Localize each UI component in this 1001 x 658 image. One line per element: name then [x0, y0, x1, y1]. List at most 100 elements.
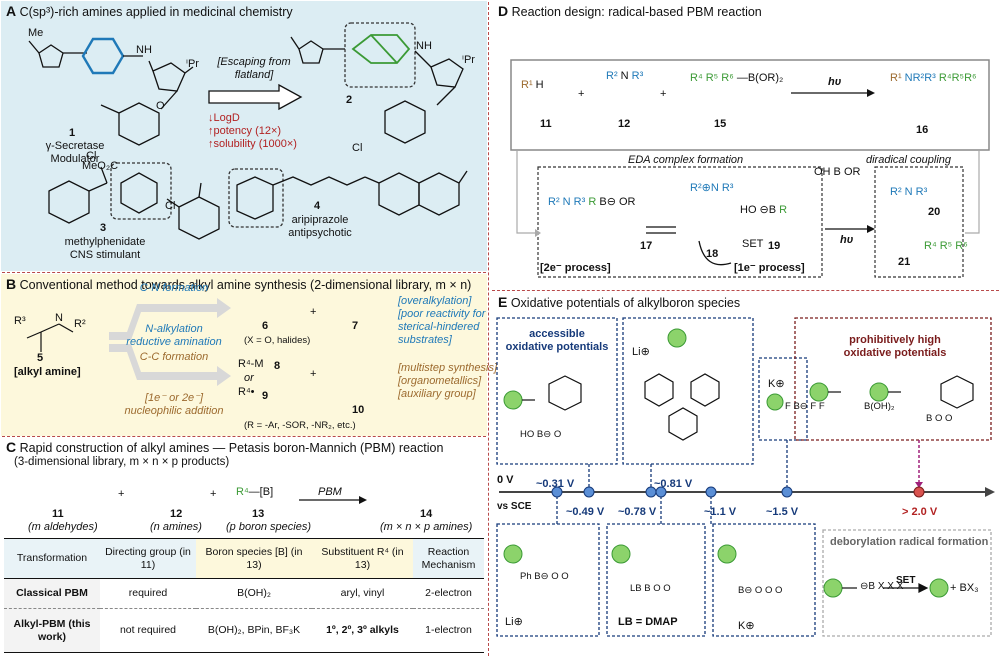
c2-number: 2 [346, 94, 353, 106]
c4-name: aripiprazole [291, 214, 349, 226]
table-cell: 2-electron [425, 587, 472, 599]
c-number-11: 11 [52, 508, 64, 520]
panel-c-title: C Rapid construction of alkyl amines — P… [6, 439, 444, 455]
c2-cl: Cl [352, 142, 363, 154]
arrow-text-1: [Escaping from [217, 56, 291, 68]
table-header-cell: Transformation [4, 538, 100, 579]
c2-nh: NH [416, 40, 432, 52]
d-complex-17: R² N R³ R B⊖ OR [548, 196, 636, 208]
e-deb-set: SET [896, 575, 916, 586]
e-prohibitive: prohibitively high [849, 334, 941, 346]
b-amine-r2: R² [74, 318, 86, 330]
panel-b-arrows [26, 298, 231, 386]
c-label-13: (p boron species) [226, 521, 311, 533]
c-plus-1: + [118, 488, 125, 500]
c1-number: 1 [69, 127, 76, 139]
e-accessible: accessible [529, 328, 585, 340]
e-bpin-ph: Ph B⊖ O O [520, 571, 569, 582]
panel-b [1, 274, 487, 436]
d-hv-bottom: hυ [840, 234, 854, 246]
d-number-21: 21 [898, 256, 911, 268]
d-plus-2: + [660, 88, 667, 100]
c-pbm-label: PBM [318, 486, 342, 498]
b-redam: reductive amination [126, 336, 222, 348]
effect-potency: ↑potency (12×) [208, 125, 282, 137]
c-r4b: R⁴—[B] [236, 486, 274, 498]
d-1e-process: [1e⁻ process] [734, 262, 805, 274]
c-number-13: 13 [252, 508, 265, 520]
e-axis-start: 0 V [497, 474, 514, 486]
table-cell: required [128, 587, 168, 599]
d-radical-20: R² N R³ [890, 186, 928, 198]
d-number-11: 11 [540, 118, 552, 130]
d-product: R¹ NR²R³ R⁴R⁵R⁶ [890, 72, 977, 84]
panel-d-title: D Reaction design: radical-based PBM rea… [498, 3, 762, 19]
c4-name2: antipsychotic [288, 227, 352, 239]
b-plus-1: + [310, 306, 317, 318]
b-x-note: (X = O, halides) [244, 335, 311, 346]
c-label-12: (n amines) [150, 521, 202, 533]
table-header-cell: Substituent R⁴ (in 13) [312, 538, 413, 579]
table-header-cell: Directing group (in 11) [100, 538, 196, 579]
pbm-comparison-table: Transformation Directing group (in 11) B… [4, 538, 484, 653]
table-header-cell: Reaction Mechanism [413, 538, 484, 579]
c1-name2: Modulator [50, 153, 100, 165]
c-number-12: 12 [170, 508, 183, 520]
b-addn: [1e⁻ or 2e⁻] [144, 392, 204, 404]
b-note-2b: [organometallics] [398, 375, 482, 387]
panel-d-scheme [510, 59, 990, 278]
e-li-top: Li⊕ [632, 346, 650, 358]
table-header-row: Transformation Directing group (in 11) B… [4, 538, 484, 579]
d-number-12: 12 [618, 118, 631, 130]
d-boronic-byproduct: OH B OR [814, 166, 861, 178]
e-lb-note: LB = DMAP [618, 616, 678, 628]
b-note-1c: sterical-hindered [398, 321, 480, 333]
table-cell: B(OH)₂, BPin, BF₃K [207, 624, 301, 636]
panel-e-figure [496, 317, 995, 637]
e-deb-title: deborylation radical formation [830, 536, 989, 548]
b-nuc: nucleophilic addition [124, 405, 224, 417]
d-number-17: 17 [640, 240, 653, 252]
e-deb-borate: ⊖B X X X [860, 581, 904, 592]
table-row: Alkyl-PBM (this work) not required B(OH)… [4, 608, 484, 653]
b-note-1d: substrates] [398, 334, 452, 346]
table-header-cell: Boron species [B] (in 13) [196, 538, 312, 579]
d-dirad-label: diradical coupling [866, 154, 951, 166]
arrow-text-2: flatland] [234, 69, 274, 81]
d-boron: R⁴ R⁵ R⁶ —B(OR)₂ [690, 72, 784, 84]
b-note-2c: [auxiliary group] [398, 388, 476, 400]
divider-d [492, 290, 999, 291]
b-number-9: 9 [262, 390, 269, 402]
b-cc: C-C formation [139, 351, 209, 363]
e-pot-2: ~0.49 V [566, 506, 605, 518]
c-number-14: 14 [420, 508, 433, 520]
e-pot-7: > 2.0 V [902, 506, 938, 518]
panel-a-structures [28, 22, 468, 240]
b-amine-label: [alkyl amine] [14, 366, 81, 378]
e-bpin: B O O [926, 413, 953, 424]
e-pot-1: ~0.31 V [536, 478, 575, 490]
c3-name: methylphenidate [64, 236, 146, 248]
d-number-16: 16 [916, 124, 929, 136]
e-accessible-2: oxidative potentials [505, 341, 609, 353]
e-pot-3: ~0.78 V [618, 506, 657, 518]
c1-ipr: ⁱPr [186, 58, 199, 70]
vertical-divider [488, 2, 489, 656]
c-plus-2: + [210, 488, 217, 500]
e-axis-ref: vs SCE [497, 501, 532, 512]
c1-cl: Cl [86, 150, 97, 162]
b-r4dot: R⁴• [238, 386, 255, 398]
d-plus-1: + [578, 88, 585, 100]
b-number-8: 8 [274, 360, 281, 372]
panel-e-title: E Oxidative potentials of alkylboron spe… [498, 294, 741, 310]
e-pot-4: ~0.81 V [654, 478, 693, 490]
e-catechol: HO B⊖ O [520, 429, 562, 440]
table-cell: 1-electron [425, 624, 472, 636]
d-amine: R² N R³ [606, 70, 644, 82]
e-pot-6: ~1.5 V [766, 506, 799, 518]
c3-ester: MeO₂C [82, 160, 119, 172]
d-2e-process: [2e⁻ process] [540, 262, 611, 274]
d-number-19: 19 [768, 240, 781, 252]
e-li-bottom: Li⊕ [505, 616, 523, 628]
table-row: Classical PBM required B(OH)₂ aryl, viny… [4, 578, 484, 609]
